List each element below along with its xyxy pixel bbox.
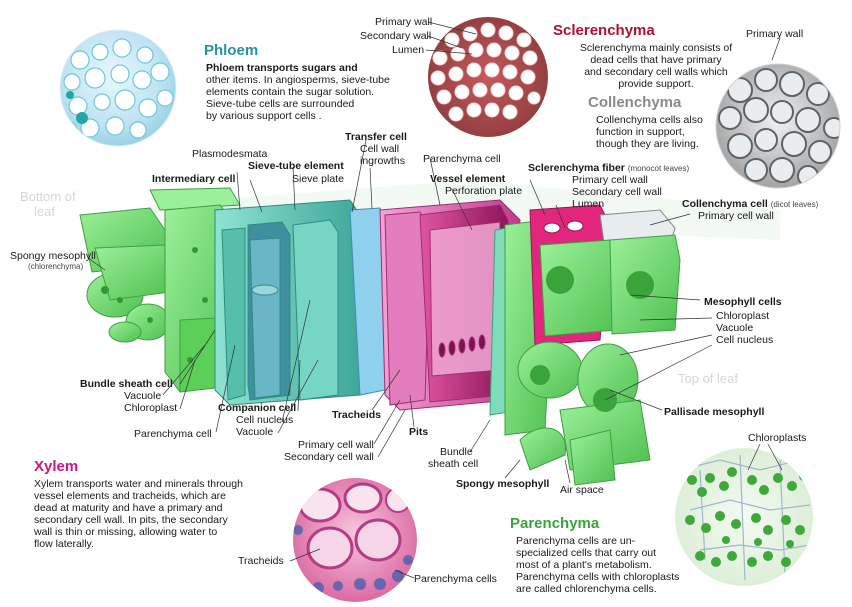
- collenchyma-desc-line: Collenchyma cells also: [596, 114, 703, 126]
- phloem-heading: Phloem: [204, 42, 259, 59]
- label-lumen-scl: Lumen: [392, 44, 425, 56]
- label-cell-nucleus-mid: Cell nucleus: [236, 414, 294, 426]
- parenchyma-desc-line: are called chlorenchyma cells.: [516, 583, 657, 595]
- xylem-desc-line: vessel elements and tracheids, which are: [34, 490, 227, 502]
- label-tracheids-mid: Tracheids: [332, 409, 382, 421]
- phloem-description: Phloem transports sugars and other items…: [206, 62, 421, 122]
- label-tracheids-circle: Tracheids: [238, 555, 284, 567]
- label-sclerenchyma-fiber: Sclerenchyma fiber (monocot leaves): [528, 162, 689, 175]
- label-transfer-cell: Transfer cell: [345, 131, 407, 143]
- sclerenchyma-desc-line: and secondary cell walls which: [584, 66, 728, 78]
- xylem-desc-line: wall is thin or missing, allowing water …: [34, 526, 218, 538]
- label-bundle-sheath-cell-bottom-2: sheath cell: [428, 458, 479, 470]
- parenchyma-desc-line: Parenchyma cells are un-: [516, 535, 636, 547]
- label-sclerenchyma-fiber-text: Sclerenchyma fiber: [528, 162, 625, 174]
- label-primary-wall-scl: Primary wall: [375, 16, 433, 28]
- label-spongy-mesophyll-left: Spongy mesophyll (chlorenchyma): [10, 250, 96, 271]
- phloem-desc-line: Sieve-tube cells are surrounded: [206, 98, 355, 110]
- parenchyma-desc-line: specialized cells that carry out: [516, 547, 657, 559]
- label-vessel-element: Vessel element: [430, 173, 506, 185]
- sclerenchyma-desc-line: Sclerenchyma mainly consists of: [579, 42, 733, 54]
- label-vacuole-left: Vacuole: [124, 390, 162, 402]
- label-monocot-leaves: (monocot leaves): [627, 164, 690, 173]
- label-top-of-leaf: Top of leaf: [678, 371, 738, 386]
- label-secondary-cell-wall-fiber: Secondary cell wall: [572, 186, 662, 198]
- label-mesophyll-cells: Mesophyll cells: [704, 296, 782, 308]
- label-primary-cell-wall-mid: Primary cell wall: [298, 439, 374, 451]
- label-vacuole-mid: Vacuole: [236, 426, 274, 438]
- label-primary-wall-col: Primary wall: [746, 28, 804, 40]
- collenchyma-desc-line: function in support,: [596, 126, 685, 138]
- label-vacuole-right: Vacuole: [716, 322, 754, 334]
- collenchyma-description: Collenchyma cells also function in suppo…: [596, 114, 736, 150]
- sclerenchyma-desc-line: dead cells that have primary: [590, 54, 722, 66]
- sclerenchyma-desc-line: provide support.: [618, 78, 694, 90]
- label-companion-cell: Companion cell: [218, 402, 297, 414]
- label-air-space: Air space: [560, 484, 604, 496]
- xylem-desc-line: Xylem transports water and minerals thro…: [34, 478, 243, 490]
- collenchyma-heading: Collenchyma: [588, 94, 682, 111]
- label-secondary-cell-wall-mid: Secondary cell wall: [284, 451, 374, 463]
- label-chloroplast-left: Chloroplast: [124, 402, 178, 414]
- label-perforation-plate: Perforation plate: [445, 185, 523, 197]
- label-bottom-of-leaf-2: leaf: [34, 204, 55, 219]
- parenchyma-description: Parenchyma cells are un- specialized cel…: [516, 535, 691, 595]
- label-cell-wall-ingrowths-1: Cell wall: [360, 143, 400, 155]
- label-secondary-wall-scl: Secondary wall: [360, 30, 432, 42]
- xylem-desc-line: dead at maturity and have a primary and: [34, 502, 223, 514]
- phloem-micrograph: [59, 29, 177, 147]
- label-plasmodesmata: Plasmodesmata: [192, 148, 268, 160]
- label-dicot-leaves: (dicot leaves): [770, 200, 819, 209]
- label-parenchyma-cell-top: Parenchyma cell: [423, 153, 501, 165]
- leaf-cross-section: [79, 180, 780, 486]
- label-pallisade-mesophyll: Pallisade mesophyll: [664, 406, 765, 418]
- label-chloroplasts-circle: Chloroplasts: [748, 432, 807, 444]
- label-spongy-mesophyll-left-text: Spongy mesophyll: [10, 250, 96, 262]
- xylem-desc-line: secondary cell wall. In pits, the second…: [34, 514, 228, 526]
- label-primary-cell-wall-col: Primary cell wall: [698, 210, 774, 222]
- parenchyma-desc-line: Parenchyma cells with chloroplasts: [516, 571, 680, 583]
- label-parenchyma-cell-bottom: Parenchyma cell: [134, 428, 212, 440]
- phloem-desc-line: other items. In angiosperms, sieve-tube: [206, 74, 390, 86]
- xylem-heading: Xylem: [34, 458, 79, 475]
- collenchyma-desc-line: though they are living.: [596, 138, 699, 150]
- phloem-desc-line: elements contain the sugar solution.: [206, 86, 375, 98]
- label-sieve-tube-element: Sieve-tube element: [248, 160, 344, 172]
- sclerenchyma-heading: Sclerenchyma: [553, 22, 655, 39]
- label-primary-cell-wall-fiber: Primary cell wall: [572, 174, 648, 186]
- label-bundle-sheath-cell-bottom-1: Bundle: [440, 446, 473, 458]
- leader-lines: [87, 139, 713, 484]
- xylem-description: Xylem transports water and minerals thro…: [34, 478, 314, 550]
- label-bundle-sheath-cell-left: Bundle sheath cell: [80, 378, 173, 390]
- label-lumen-fiber: Lumen: [572, 198, 605, 210]
- sclerenchyma-micrograph: [425, 17, 548, 137]
- label-collenchyma-cell: Collenchyma cell (dicot leaves): [682, 198, 818, 211]
- label-parenchyma-cells-circle: Parenchyma cells: [414, 573, 497, 585]
- label-sieve-plate: Sieve plate: [292, 173, 344, 185]
- label-cell-wall-ingrowths-2: ingrowths: [360, 155, 405, 167]
- xylem-micrograph: [289, 478, 417, 602]
- parenchyma-heading: Parenchyma: [510, 515, 600, 532]
- phloem-desc-line: by various support cells .: [206, 110, 322, 122]
- xylem-desc-line: flow laterally.: [34, 538, 94, 550]
- label-cell-nucleus-right: Cell nucleus: [716, 334, 774, 346]
- parenchyma-desc-line: most of a plant's metabolism.: [516, 559, 652, 571]
- label-chlorenchyma: (chlorenchyma): [28, 262, 84, 271]
- sclerenchyma-description: Sclerenchyma mainly consists of dead cel…: [556, 42, 756, 90]
- label-spongy-mesophyll-bottom: Spongy mesophyll: [456, 478, 550, 490]
- label-intermediary-cell: Intermediary cell: [152, 173, 236, 185]
- parenchyma-micrograph: [675, 443, 813, 586]
- label-chloroplast-right: Chloroplast: [716, 310, 770, 322]
- phloem-desc-line: Phloem transports sugars and: [206, 62, 358, 74]
- label-collenchyma-cell-text: Collenchyma cell: [682, 198, 768, 210]
- collenchyma-micrograph: [715, 37, 841, 189]
- label-bottom-of-leaf-1: Bottom of: [20, 189, 76, 204]
- label-pits: Pits: [409, 426, 429, 438]
